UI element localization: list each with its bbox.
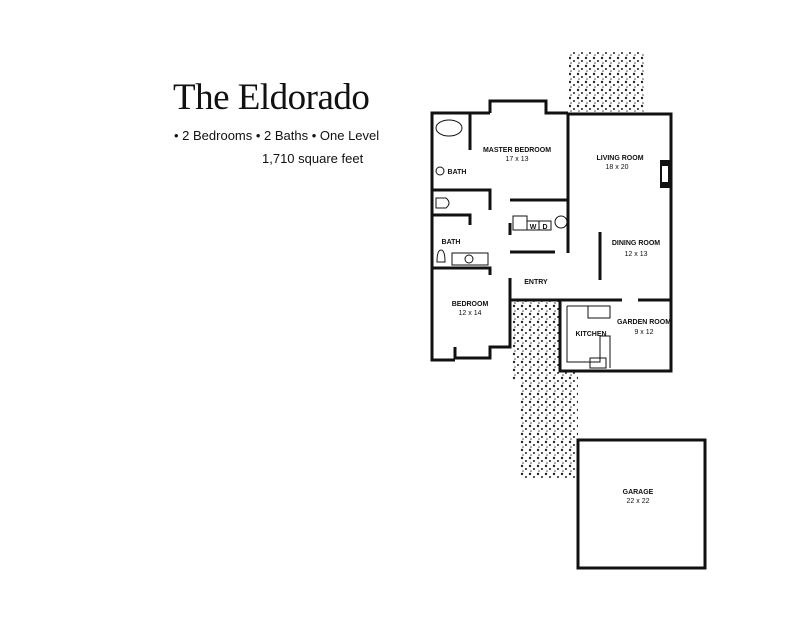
garage-outline xyxy=(576,438,707,570)
kitchen-label: KITCHEN xyxy=(575,331,606,338)
svg-text:MASTER BEDROOM: MASTER BEDROOM xyxy=(483,147,551,154)
svg-text:LIVING ROOM: LIVING ROOM xyxy=(596,155,643,162)
plan-features: • 2 Bedrooms • 2 Baths • One Level xyxy=(174,128,380,143)
dryer-label: D xyxy=(542,224,547,231)
living-room: LIVING ROOM 18 x 20 xyxy=(596,155,643,171)
garden-room: GARDEN ROOM 9 x 12 xyxy=(617,319,671,336)
svg-text:12 x 14: 12 x 14 xyxy=(459,310,482,317)
fixtures xyxy=(435,119,611,369)
svg-text:22 x 22: 22 x 22 xyxy=(627,498,650,505)
washer-label: W xyxy=(530,224,537,231)
svg-text:BEDROOM: BEDROOM xyxy=(452,301,489,308)
bath-hall-label: BATH xyxy=(442,239,461,246)
dining-room: DINING ROOM 12 x 13 xyxy=(612,240,660,258)
entry-label: ENTRY xyxy=(524,279,548,286)
svg-text:DINING ROOM: DINING ROOM xyxy=(612,240,660,247)
walls xyxy=(430,99,673,373)
front-walkway xyxy=(512,300,578,478)
plan-title: The Eldorado xyxy=(173,77,370,118)
svg-text:GARAGE: GARAGE xyxy=(623,489,654,496)
square-footage: 1,710 square feet xyxy=(262,151,364,166)
svg-text:9 x 12: 9 x 12 xyxy=(634,329,653,336)
master-bedroom: MASTER BEDROOM 17 x 13 xyxy=(483,147,551,163)
bath-master-label: BATH xyxy=(448,169,467,176)
bedroom: BEDROOM 12 x 14 xyxy=(452,301,489,317)
svg-text:12 x 13: 12 x 13 xyxy=(625,251,648,258)
svg-text:17 x 13: 17 x 13 xyxy=(506,156,529,163)
svg-text:GARDEN ROOM: GARDEN ROOM xyxy=(617,319,671,326)
rear-patio xyxy=(569,52,645,114)
garage: GARAGE 22 x 22 xyxy=(623,489,654,505)
svg-text:18 x 20: 18 x 20 xyxy=(606,164,629,171)
